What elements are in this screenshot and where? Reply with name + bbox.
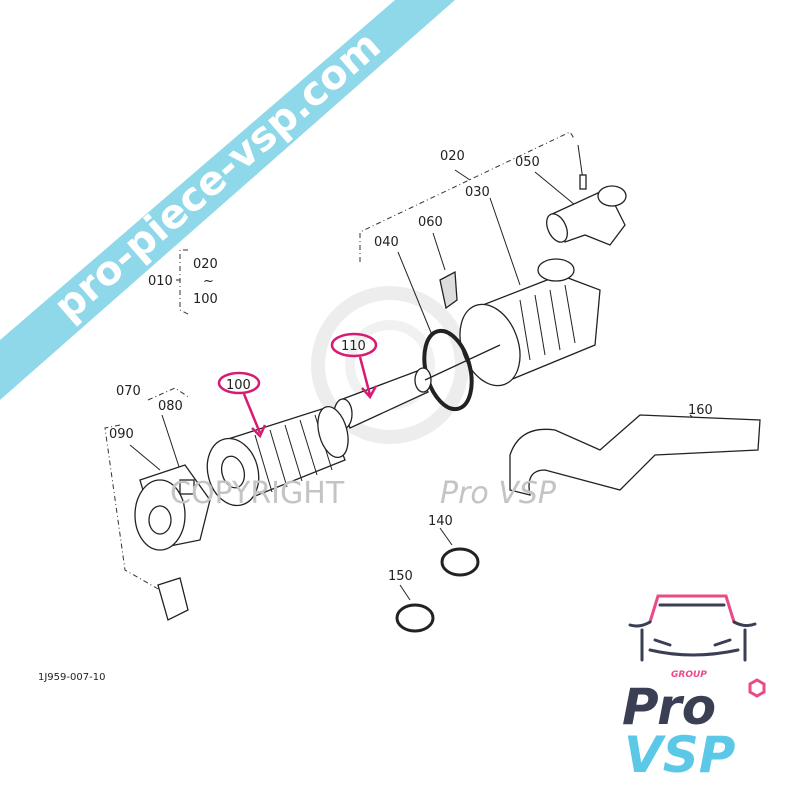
part-050-elbow [546,174,627,246]
group-range-end: 100 [193,292,218,307]
part-080-clip [179,479,195,495]
provsp-logo: GROUP Pro VSP [622,594,766,784]
logo-line2: VSP [624,726,735,784]
group-range-start: 020 [193,257,218,272]
callout-070: 070 [116,384,141,399]
part-030-housing [459,258,601,387]
part-060-indicator [439,270,458,310]
callout-040: 040 [374,235,399,250]
highlight-100 [217,371,267,439]
website-banner: pro-piece-vsp.com [0,0,455,400]
group-label: 010 [148,274,173,289]
car-outline-icon [628,594,757,662]
hex-nut-icon [748,678,766,698]
assembly-bracket-020 [359,131,576,262]
callout-030: 030 [465,185,490,200]
logo-group-text: GROUP [671,670,707,680]
callout-020: 020 [440,149,465,164]
callout-150: 150 [388,569,413,584]
part-090-valve [157,577,189,621]
callout-110: 110 [341,339,366,354]
group-bracket-010 [179,249,191,316]
website-banner-text: pro-piece-vsp.com [45,22,389,330]
callout-140: 140 [428,514,453,529]
part-150-hose-clamp [395,603,435,633]
callout-080: 080 [158,399,183,414]
drawing-number: 1J959-007-10 [38,672,105,683]
callout-060: 060 [418,215,443,230]
callout-090: 090 [109,427,134,442]
copyright-watermark-brand: Pro VSP [440,476,557,511]
group-range-sep: ~ [203,274,214,289]
copyright-watermark-text: COPYRIGHT [170,476,345,511]
callout-100: 100 [226,378,251,393]
callout-160: 160 [688,403,713,418]
part-070-cover [134,464,211,621]
callout-050: 050 [515,155,540,170]
logo-line1: Pro [622,678,716,736]
part-160-hose [509,414,761,496]
highlight-110 [330,332,378,400]
assembly-bracket-090 [104,424,161,591]
part-140-hose-clamp [440,547,480,577]
